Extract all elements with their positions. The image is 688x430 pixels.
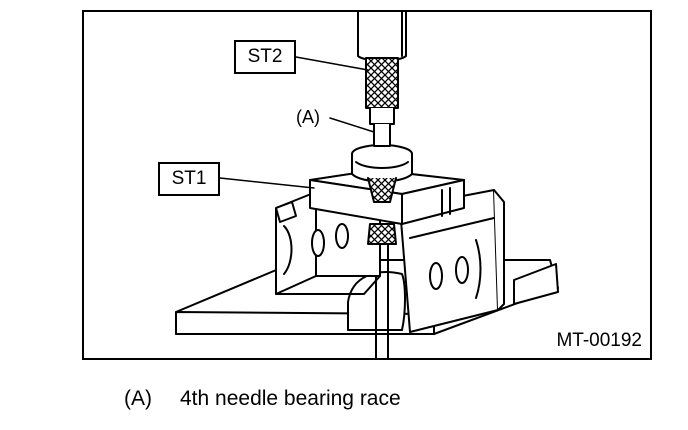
part-a-callout: (A) xyxy=(296,107,320,127)
st2-callout: ST2 xyxy=(234,40,296,74)
press-assembly-drawing xyxy=(175,12,559,358)
legend-key: (A) xyxy=(124,387,152,410)
legend-description: 4th needle bearing race xyxy=(180,387,401,410)
st1-callout: ST1 xyxy=(158,162,220,196)
figure-code: MT-00192 xyxy=(556,330,642,351)
illustration-frame: ST2 (A) ST1 MT-00192 xyxy=(82,10,652,360)
shaft-stem xyxy=(367,223,397,245)
legend-entry: (A) 4th needle bearing race xyxy=(124,387,401,411)
bearing-race-gear xyxy=(351,144,413,203)
left-support-block xyxy=(275,191,381,295)
leader-lines xyxy=(219,56,375,189)
st2-tool xyxy=(357,12,407,147)
